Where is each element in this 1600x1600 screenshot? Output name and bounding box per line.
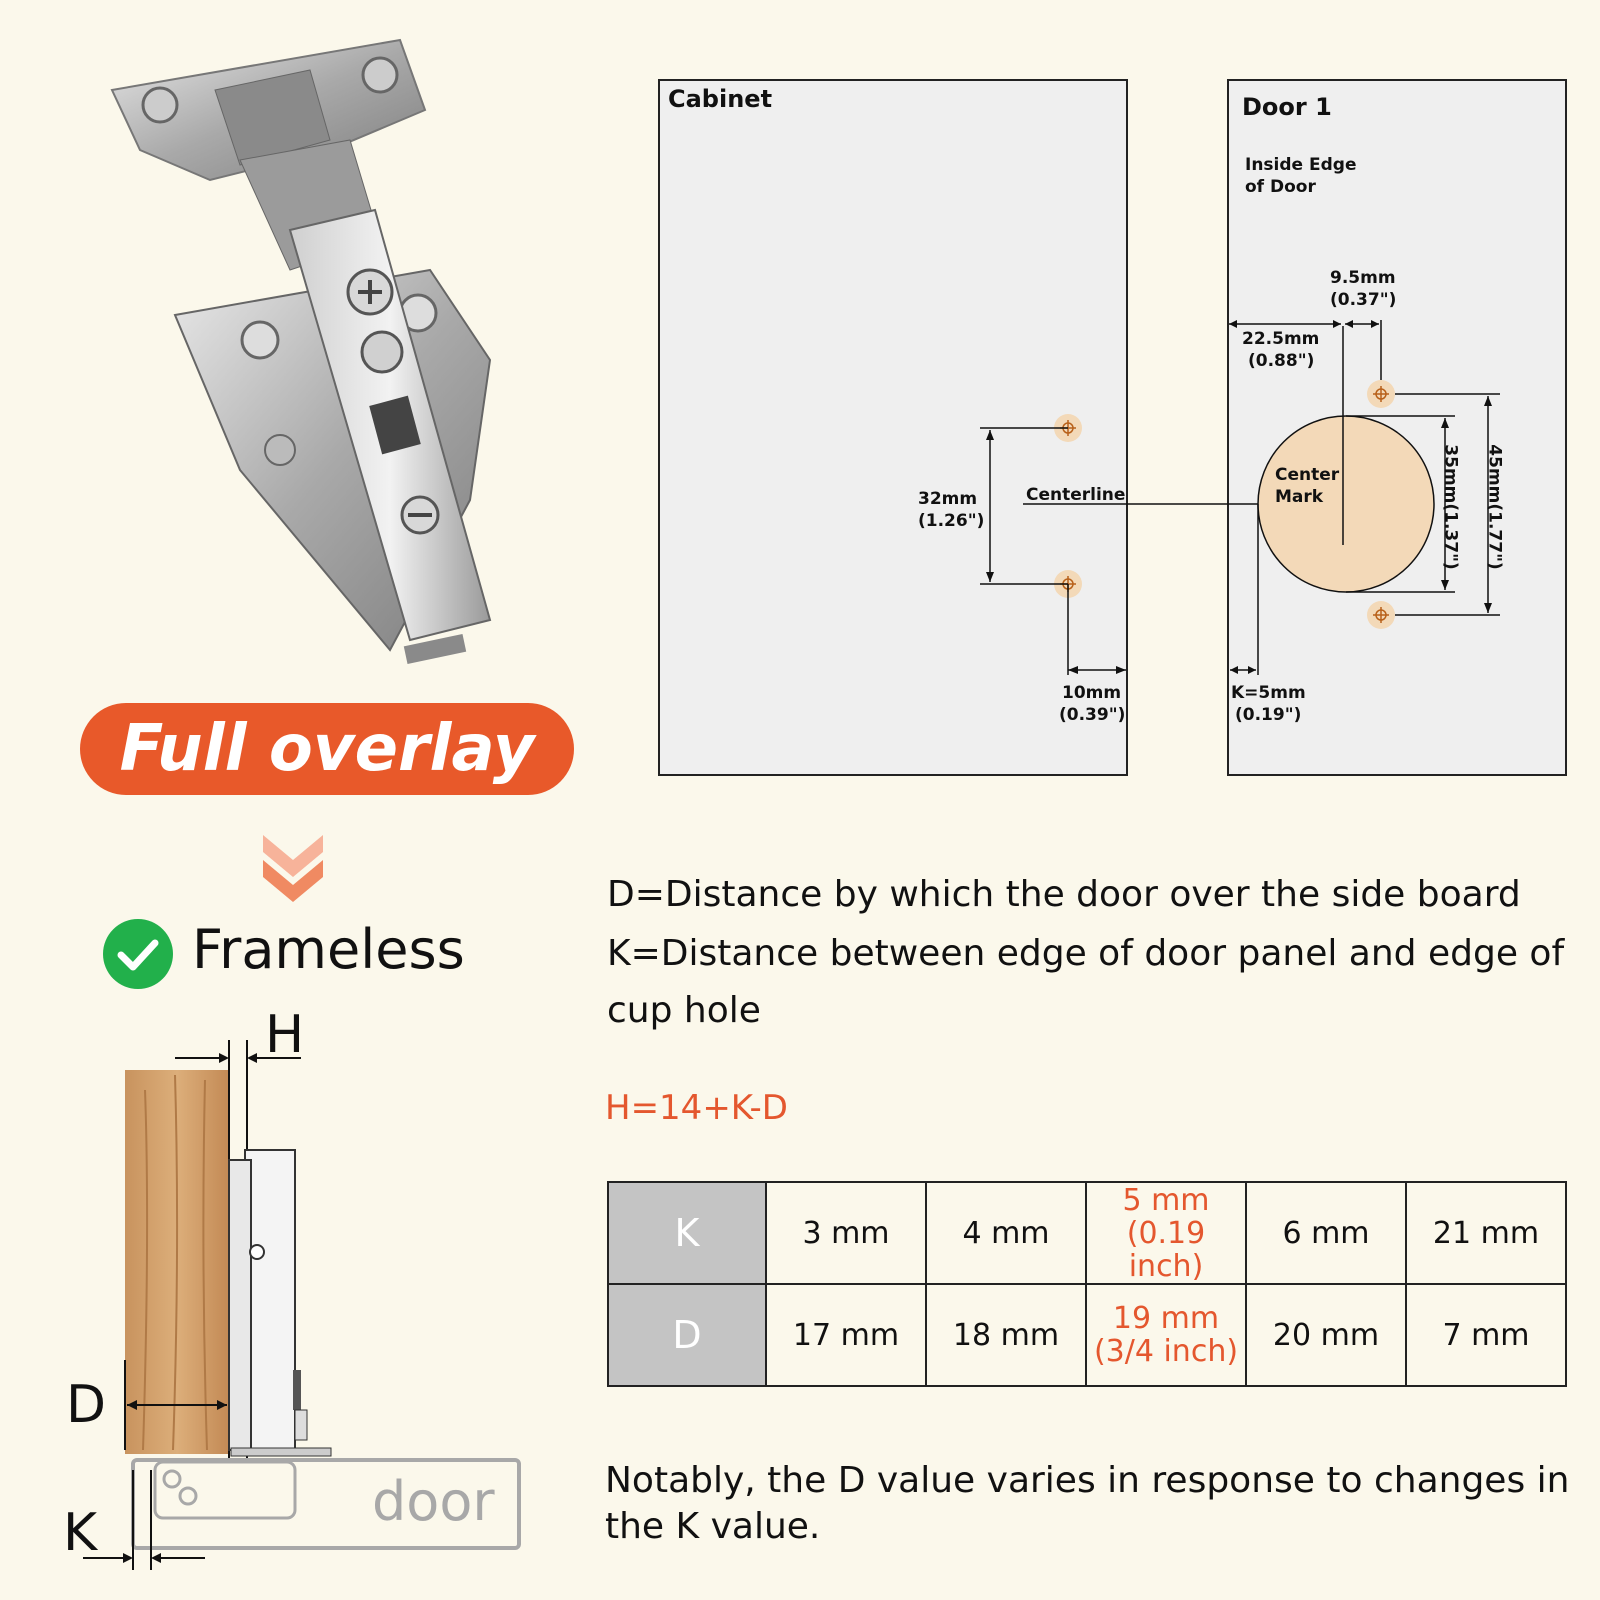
table-cell: 20 mm [1245, 1283, 1407, 1387]
table-cell: 18 mm [925, 1283, 1087, 1387]
table-cell: 4 mm [925, 1181, 1087, 1285]
h-formula: H=14+K-D [605, 1088, 788, 1128]
cabinet-dimension-lines [980, 414, 1126, 675]
k-value-mm: 5 mm [1122, 1182, 1210, 1218]
center-mark-label-1: Center [1275, 465, 1340, 485]
door-dim-35: 35mm(1.37") [1440, 444, 1461, 570]
side-section-diagram [83, 1040, 521, 1570]
hinge-illustration [110, 38, 492, 665]
cabinet-dim-32-in: (1.26") [918, 511, 985, 531]
d-header: D [607, 1283, 767, 1387]
h-label: H [265, 1005, 305, 1065]
door-label: door [372, 1470, 495, 1533]
door-dimension-lines [1023, 320, 1500, 675]
chevron-down-icon [263, 835, 323, 902]
k-d-table: K 3 mm 4 mm 5 mm (0.19 inch) 6 mm 21 mm … [607, 1181, 1567, 1387]
table-cell: 6 mm [1245, 1181, 1407, 1285]
door-title: Door 1 [1242, 93, 1332, 121]
table-cell: 21 mm [1405, 1181, 1567, 1285]
door-dim-95: 9.5mm [1330, 268, 1396, 288]
k-value-inch: (0.19 inch) [1126, 1215, 1206, 1284]
full-overlay-badge: Full overlay [80, 703, 574, 795]
table-cell-highlight: 5 mm (0.19 inch) [1085, 1181, 1247, 1285]
inside-edge-label-1: Inside Edge [1245, 155, 1357, 175]
table-row-k: K 3 mm 4 mm 5 mm (0.19 inch) 6 mm 21 mm [607, 1181, 1567, 1285]
door-dim-225: 22.5mm [1242, 329, 1320, 349]
d-label: D [66, 1375, 107, 1435]
check-icon [103, 919, 173, 989]
cabinet-title: Cabinet [668, 85, 773, 113]
k-definition-cont: cup hole [607, 990, 761, 1031]
inside-edge-label-2: of Door [1245, 177, 1316, 197]
k-dim-in-label: (0.19") [1235, 705, 1302, 725]
centerline-label: Centerline [1026, 485, 1126, 505]
d-value-inch: (3/4 inch) [1093, 1334, 1239, 1369]
table-cell: 3 mm [765, 1181, 927, 1285]
note-text: Notably, the D value varies in response … [605, 1460, 1570, 1547]
k-label: K [63, 1503, 98, 1563]
d-definition: D=Distance by which the door over the si… [607, 874, 1521, 915]
door-dim-225-in: (0.88") [1248, 351, 1315, 371]
d-value-mm: 19 mm [1112, 1301, 1220, 1336]
table-cell: 7 mm [1405, 1283, 1567, 1387]
center-mark-label-2: Mark [1275, 487, 1324, 507]
table-row-d: D 17 mm 18 mm 19 mm (3/4 inch) 20 mm 7 m… [607, 1283, 1567, 1387]
door-dim-45: 45mm(1.77") [1484, 444, 1505, 570]
k-dim-label: K=5mm [1231, 683, 1306, 703]
door-dim-95-in: (0.37") [1330, 290, 1397, 310]
cabinet-dim-32: 32mm [918, 489, 978, 509]
table-cell-highlight: 19 mm (3/4 inch) [1085, 1283, 1247, 1387]
cabinet-dim-10-in: (0.39") [1059, 705, 1126, 725]
frameless-label: Frameless [192, 918, 465, 981]
k-header: K [607, 1181, 767, 1285]
k-definition: K=Distance between edge of door panel an… [607, 933, 1565, 974]
table-cell: 17 mm [765, 1283, 927, 1387]
cabinet-dim-10: 10mm [1062, 683, 1122, 703]
door-panel-diagram: Door 1 [1227, 79, 1567, 776]
